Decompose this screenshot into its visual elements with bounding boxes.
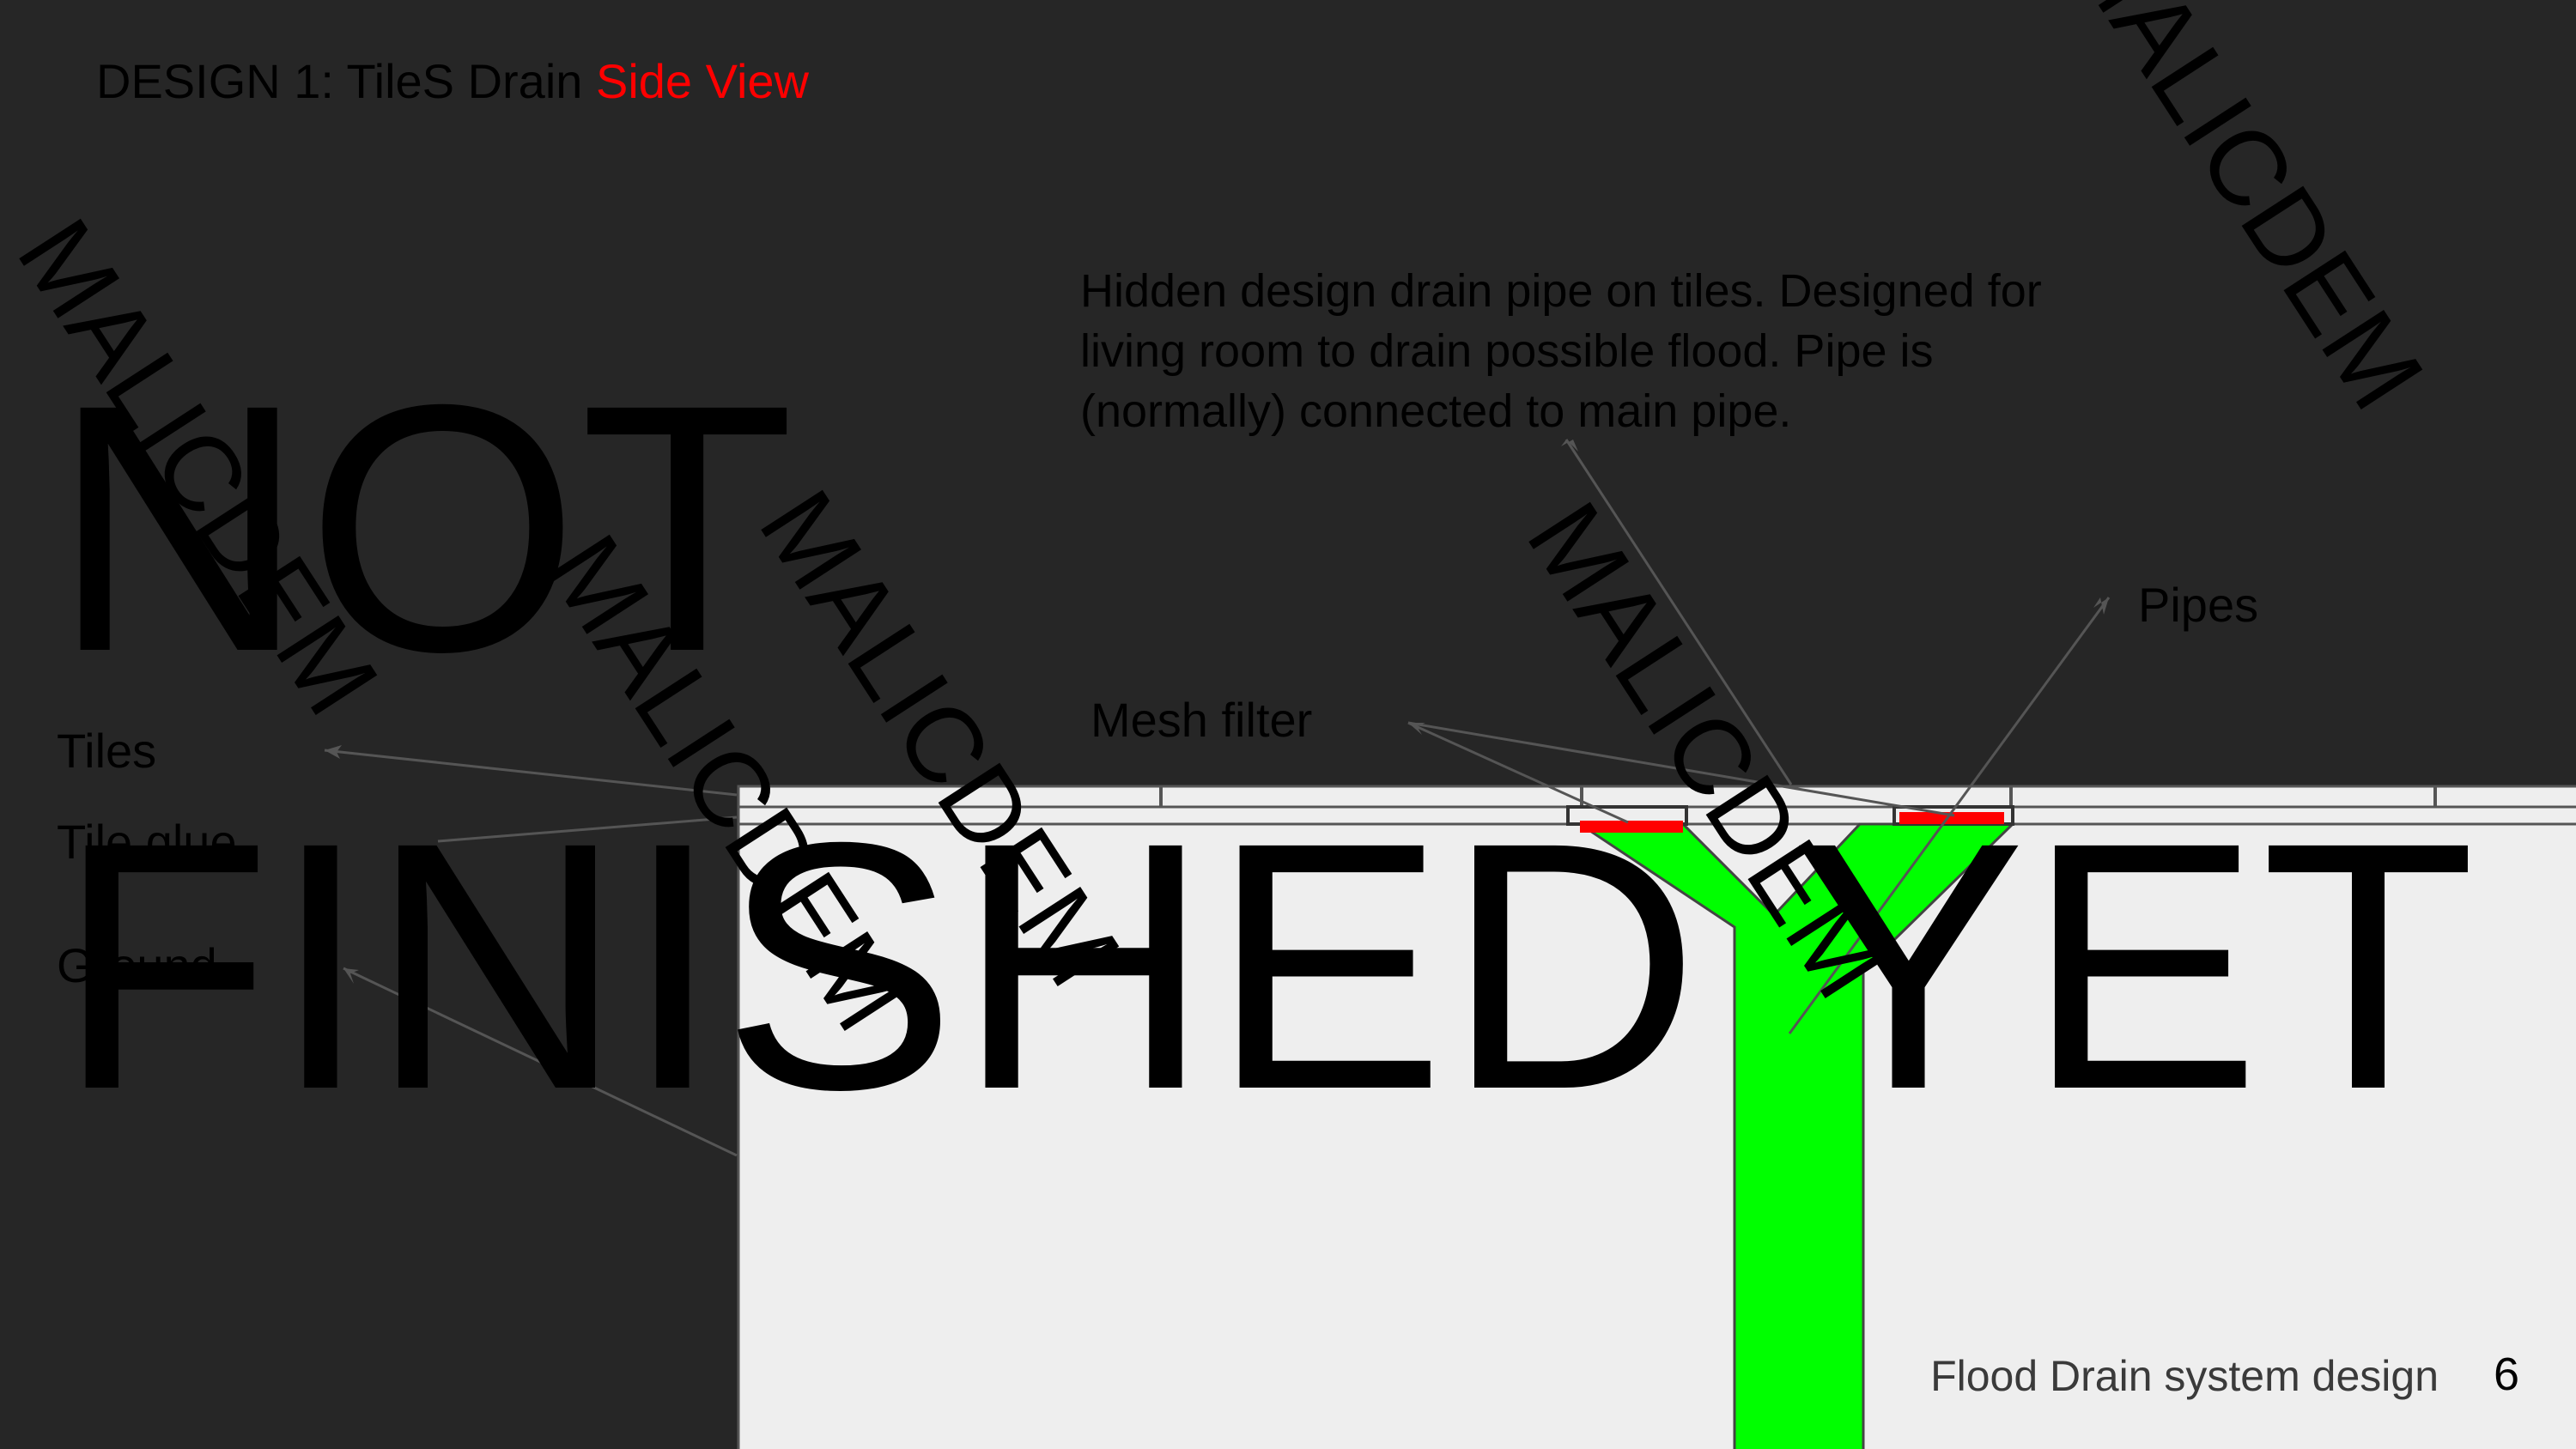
- callout-mesh-arrow: [1407, 721, 1955, 817]
- footer-text: Flood Drain system design: [1930, 1352, 2439, 1400]
- slide-title: DESIGN 1: TileS Drain Side View: [96, 53, 809, 109]
- description-text: Hidden design drain pipe on tiles. Desig…: [1080, 265, 2042, 437]
- overlay-text-not: NOT: [52, 331, 795, 724]
- page-number: 6: [2494, 1349, 2520, 1400]
- callout-mesh-arrow: [1407, 721, 1629, 824]
- title-prefix: DESIGN 1: TileS Drain: [96, 54, 596, 108]
- callout-tiles-arrow: [324, 749, 738, 797]
- label-pipes: Pipes: [2138, 578, 2259, 632]
- callout-ground-arrow: [343, 967, 738, 1157]
- callout-description: [1564, 439, 1793, 785]
- mesh-filter: [1580, 821, 1683, 833]
- arrowhead: [1561, 440, 1578, 452]
- tile-layer: [737, 785, 2576, 809]
- overlay-text-finished-yet: FINISHED YET: [57, 769, 2476, 1162]
- label-mesh-filter: Mesh filter: [1091, 693, 1313, 747]
- callout-tile-glue-arrow: [437, 815, 738, 843]
- drain-pipe: [1576, 822, 2016, 1449]
- arrowhead: [2093, 597, 2109, 615]
- arrowhead: [343, 968, 359, 984]
- label-ground: Ground: [57, 938, 217, 992]
- arrowhead: [325, 745, 342, 759]
- arrowhead: [1408, 723, 1425, 735]
- ground-block: [737, 822, 2576, 1449]
- label-tile-glue: Tile glue: [57, 815, 237, 869]
- label-tiles: Tiles: [57, 724, 157, 778]
- title-highlight: Side View: [595, 54, 809, 108]
- mesh-filter: [1899, 812, 2004, 824]
